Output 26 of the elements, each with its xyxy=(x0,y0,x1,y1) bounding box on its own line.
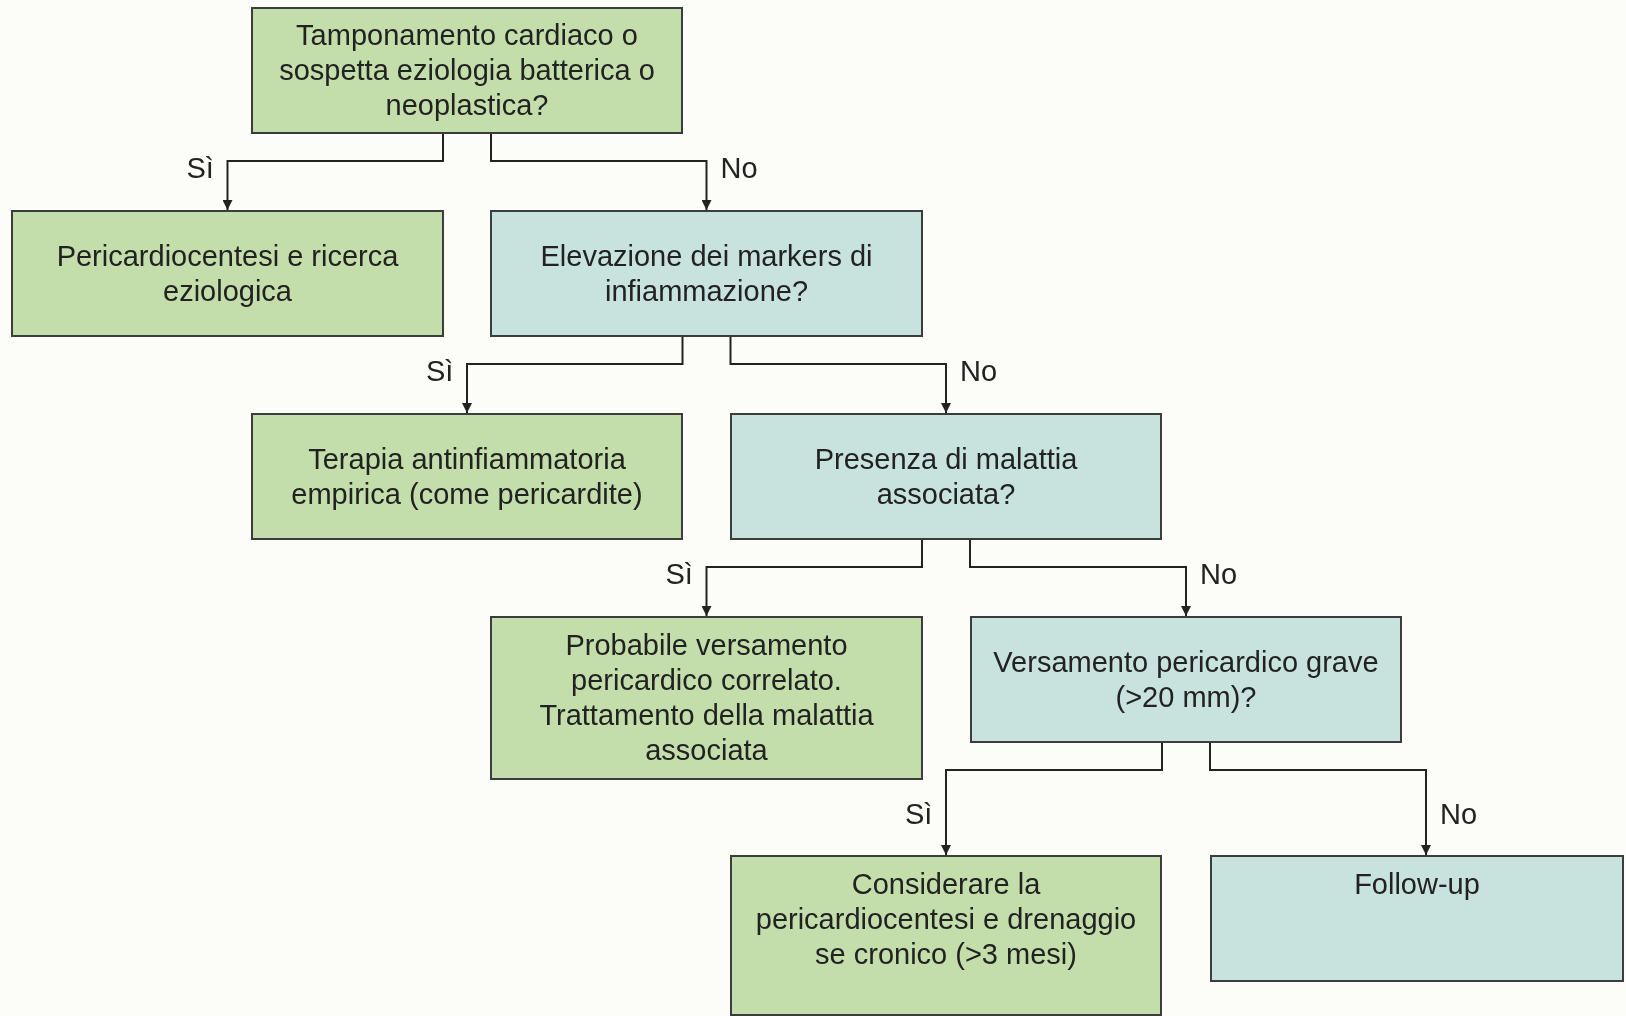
box-text: Considerare la pericardiocentesi e drenaggio se cronico (>3 mesi) xyxy=(754,867,1138,972)
box-text: Versamento pericardico grave (>20 mm)? xyxy=(992,644,1380,715)
arrow xyxy=(490,133,712,211)
box-text: Terapia antinfiammatoria empirica (come pericardite) xyxy=(290,441,644,512)
arrow xyxy=(701,539,923,617)
box-text: Probabile versamento pericardico correlato. Trattamento della malattia associata xyxy=(538,628,875,768)
arrow xyxy=(462,336,684,414)
arrow xyxy=(969,539,1191,617)
arrow xyxy=(941,742,1163,856)
box-text: Pericardiocentesi e ricerca eziologica xyxy=(55,238,400,309)
action-box xyxy=(251,7,683,134)
action-box xyxy=(251,413,683,540)
action-box xyxy=(11,210,444,337)
box-text: Follow-up xyxy=(1354,867,1480,902)
action-box xyxy=(490,616,923,780)
box-text: Elevazione dei markers di infiammazione? xyxy=(539,238,874,309)
arrow xyxy=(729,336,951,414)
arrow xyxy=(222,133,444,211)
action-box xyxy=(730,855,1162,1016)
arrow xyxy=(1209,742,1431,856)
box-text: Tamponamento cardiaco o sospetta eziologia batterica o neoplastica? xyxy=(278,18,656,123)
box-text: Presenza di malattia associata? xyxy=(813,441,1079,512)
question-box xyxy=(970,616,1402,743)
question-box xyxy=(1210,855,1624,982)
question-box xyxy=(730,413,1162,540)
question-box xyxy=(490,210,923,337)
